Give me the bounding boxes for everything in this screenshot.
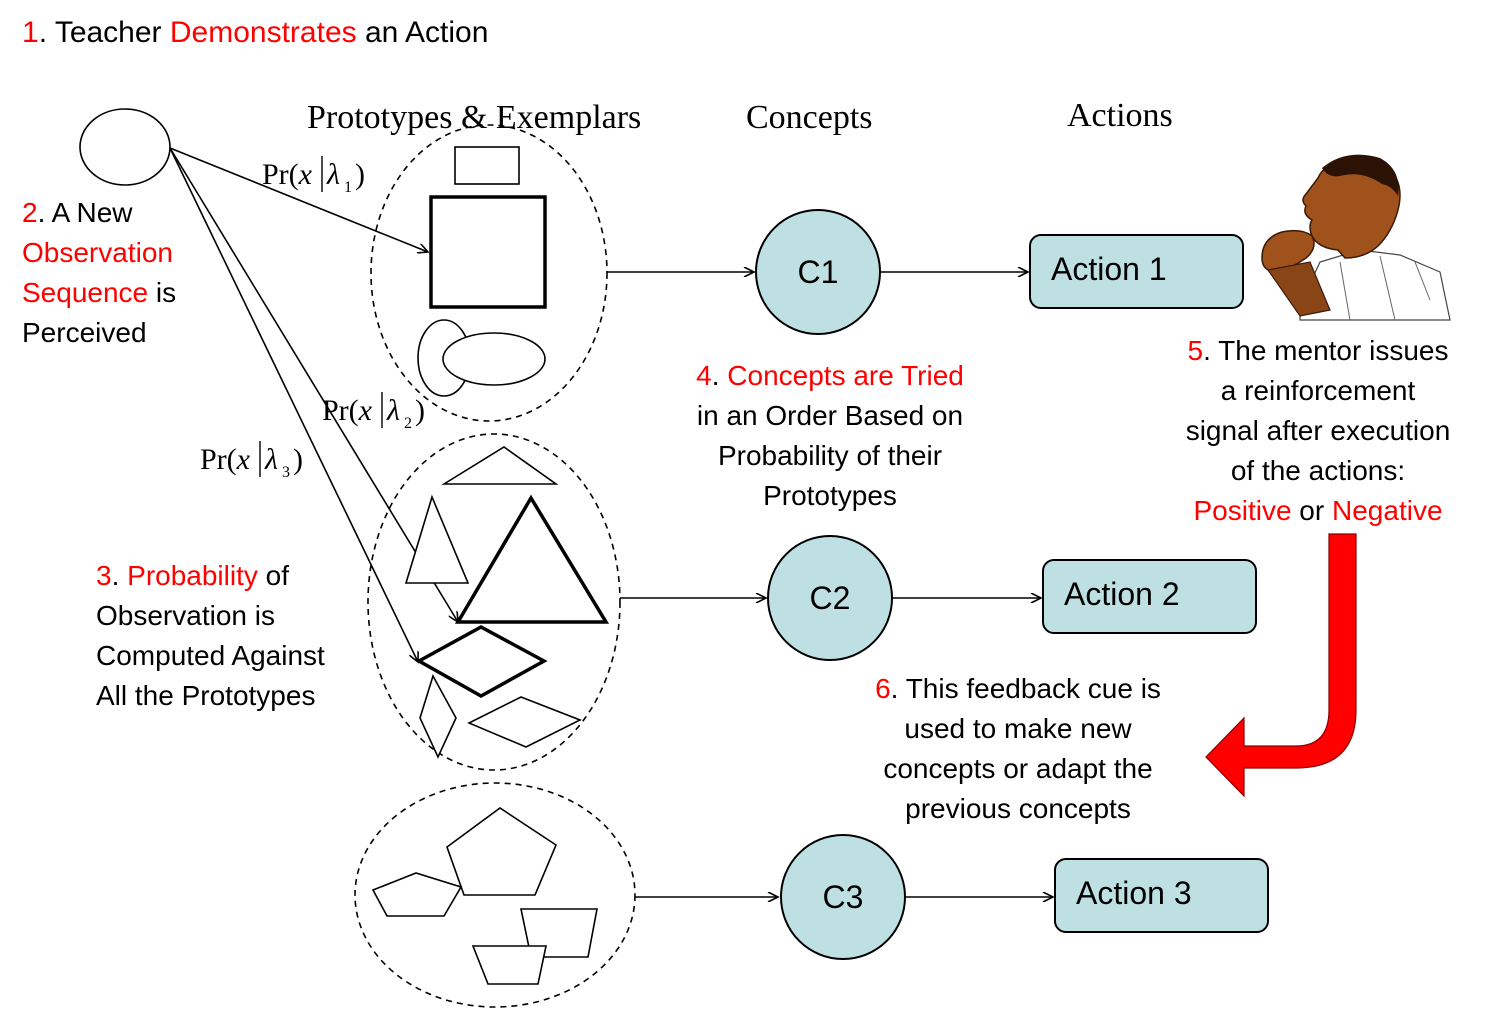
header-prototypes: Prototypes & Exemplars [307,99,641,136]
svg-text:previous concepts: previous concepts [905,793,1131,824]
svg-text:Prototypes: Prototypes [763,480,897,511]
header-actions: Actions [1067,97,1173,134]
svg-text:6. This feedback cue is: 6. This feedback cue is [875,673,1161,704]
thinking-person-icon [1261,154,1451,321]
svg-text:): ) [415,394,425,427]
header-concepts: Concepts [746,99,873,136]
svg-text:in an Order Based on: in an Order Based on [697,400,963,431]
action-box-2: Action 2 [1042,559,1257,634]
svg-text:5. The mentor issues: 5. The mentor issues [1188,335,1449,366]
step5-text: 5. The mentor issues a reinforcement sig… [1186,335,1451,526]
prob-arrow-1 [169,147,428,252]
svg-text:All the Prototypes: All the Prototypes [96,680,315,711]
svg-text:Pr(x: Pr(x [322,394,373,427]
svg-text:Perceived: Perceived [22,317,147,348]
svg-text:Pr(x: Pr(x [262,158,313,191]
concept-node-c3: C3 [780,834,906,960]
svg-text:3. Probability of: 3. Probability of [96,560,289,591]
svg-text:a reinforcement: a reinforcement [1221,375,1416,406]
curved-arrow-icon [1205,533,1357,798]
svg-text:C1: C1 [798,254,839,290]
step2-text: 2. A New Observation Sequence is Perceiv… [22,197,176,348]
concept-node-c2: C2 [767,535,893,661]
svg-text:Pr(x: Pr(x [200,443,251,476]
svg-text:λ: λ [386,394,400,427]
observation-ellipse [79,108,171,186]
svg-text:λ: λ [326,158,340,191]
svg-text:2: 2 [404,415,412,432]
svg-text:C2: C2 [810,580,851,616]
svg-text:Action 3: Action 3 [1076,875,1192,911]
svg-text:2. A New: 2. A New [22,197,133,228]
svg-text:of the actions:: of the actions: [1231,455,1405,486]
prob-label-1: Pr(x λ 1 ) [262,156,365,196]
action-box-3: Action 3 [1054,858,1269,933]
svg-text:): ) [293,443,303,476]
svg-text:Computed Against: Computed Against [96,640,325,671]
svg-text:Action 1: Action 1 [1051,251,1167,287]
svg-text:concepts or adapt the: concepts or adapt the [883,753,1152,784]
svg-text:Sequence is: Sequence is [22,277,176,308]
svg-text:used to make new: used to make new [904,713,1132,744]
svg-text:λ: λ [264,443,278,476]
svg-text:4. Concepts are Tried: 4. Concepts are Tried [696,360,964,391]
concept-node-c1: C1 [755,209,881,335]
prob-arrow-2 [169,147,458,622]
svg-text:): ) [355,158,365,191]
svg-text:Observation: Observation [22,237,173,268]
step4-text: 4. Concepts are Tried in an Order Based … [696,360,964,511]
svg-text:C3: C3 [823,879,864,915]
svg-text:3: 3 [282,464,290,481]
prob-label-2: Pr(x λ 2 ) [322,392,425,432]
prototype-cluster-3 [354,782,636,1008]
svg-text:Probability of their: Probability of their [718,440,942,471]
svg-text:Positive or Negative: Positive or Negative [1193,495,1442,526]
prob-arrow-3 [169,147,418,662]
svg-text:1: 1 [344,179,352,196]
step1-text: 1. Teacher Demonstrates an Action [22,16,488,49]
svg-text:Observation is: Observation is [96,600,275,631]
step6-text: 6. This feedback cue is used to make new… [875,673,1161,824]
step3-text: 3. Probability of Observation is Compute… [96,560,325,711]
prototype-cluster-2 [367,433,621,771]
action-box-1: Action 1 [1029,234,1244,309]
svg-text:Action 2: Action 2 [1064,576,1180,612]
prototype-cluster-1 [370,124,608,422]
prob-label-3: Pr(x λ 3 ) [200,441,303,481]
svg-text:signal after execution: signal after execution [1186,415,1451,446]
